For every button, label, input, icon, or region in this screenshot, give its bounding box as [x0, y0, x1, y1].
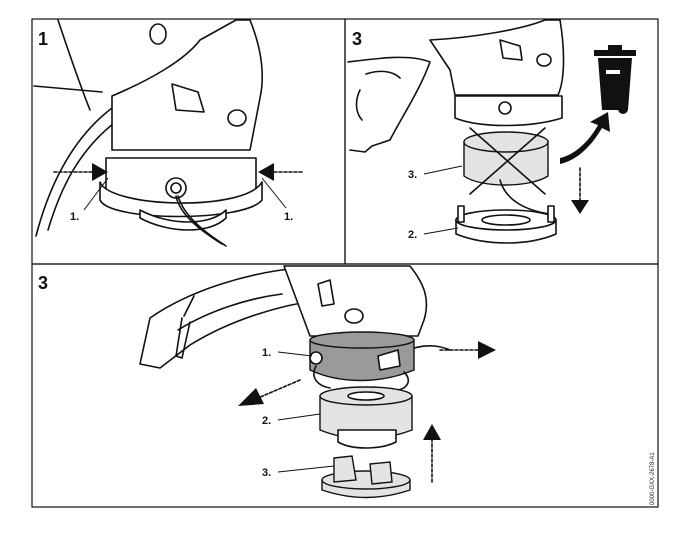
panel-3b-frame: [31, 263, 659, 508]
panel-1-callout-right: 1.: [284, 211, 293, 223]
panel-3a-callout-base: 2.: [408, 229, 417, 241]
panel-3b-callout-spool: 2.: [262, 415, 271, 427]
panel-3a-number: 3: [352, 29, 362, 49]
panel-1: 1 1. 1.: [33, 19, 303, 247]
panel-3b-callout-cover: 1.: [262, 347, 271, 359]
panel-3b-callout-base: 3.: [262, 467, 271, 479]
panel-3a-callout-spool: 3.: [408, 169, 417, 181]
recycle-bin-icon: [594, 45, 636, 114]
document-code: 0000-GXX-2678-A1: [650, 452, 656, 505]
panel-1-callout-left: 1.: [70, 211, 79, 223]
panel-3a: 3: [347, 19, 636, 244]
panel-1-number: 1: [38, 29, 48, 49]
panel-3b: 3 1.: [38, 265, 656, 505]
panel-3b-number: 3: [38, 273, 48, 293]
